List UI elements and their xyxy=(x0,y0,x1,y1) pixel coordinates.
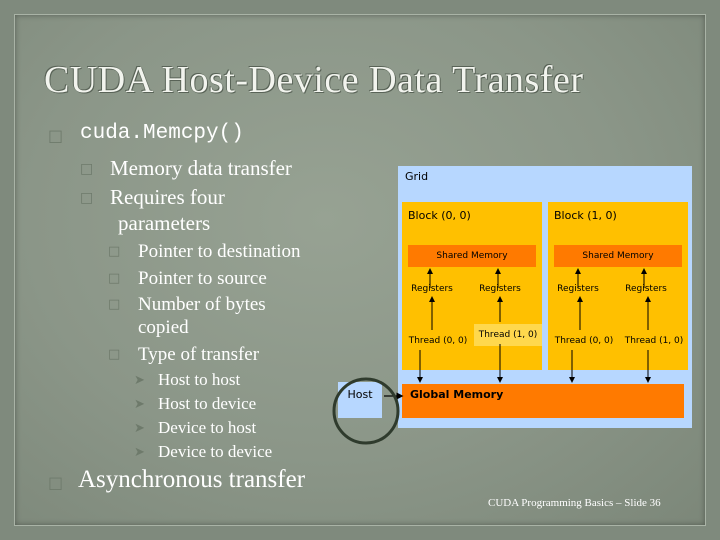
bullet-parameters: parameters xyxy=(118,211,211,235)
bullet-requires-four: Requires four xyxy=(110,185,225,209)
bullet-memcpy: cuda.Memcpy() xyxy=(80,122,244,145)
block-0-0-label: Block (0, 0) xyxy=(408,209,471,222)
bullet-async-transfer: Asynchronous transfer xyxy=(78,466,306,493)
thread-1-0-block1: Thread (1, 0) xyxy=(620,330,688,352)
host-box: Host xyxy=(338,382,382,418)
bullet-device-to-host: Device to host xyxy=(158,418,257,437)
bullet-square-icon: □ xyxy=(80,190,94,206)
grid-diagram: Grid Block (0, 0) Shared Memory Register… xyxy=(398,166,692,428)
thread-1-0-block0: Thread (1, 0) xyxy=(474,324,542,346)
bullet-square-icon: □ xyxy=(48,126,64,145)
registers-0-1: Registers xyxy=(472,278,528,300)
arrow-bullet-icon: ➤ xyxy=(134,445,145,460)
registers-1-1: Registers xyxy=(618,278,674,300)
slide-footer: CUDA Programming Basics – Slide 36 xyxy=(488,497,661,509)
bullet-pointer-destination: Pointer to destination xyxy=(138,241,301,262)
bullet-square-icon: □ xyxy=(108,271,121,286)
arrow-bullet-icon: ➤ xyxy=(134,373,145,388)
bullet-number-bytes: Number of bytes xyxy=(138,294,266,315)
registers-0-0: Registers xyxy=(404,278,460,300)
bullet-host-to-device: Host to device xyxy=(158,394,257,413)
arrow-bullet-icon: ➤ xyxy=(134,397,145,412)
shared-memory-1: Shared Memory xyxy=(554,245,682,267)
bullet-copied: copied xyxy=(138,317,189,338)
block-1-0: Block (1, 0) Shared Memory Registers Reg… xyxy=(548,202,688,370)
highlight-circle xyxy=(332,377,400,445)
bullet-square-icon: □ xyxy=(108,297,121,312)
thread-0-0-block1: Thread (0, 0) xyxy=(550,330,618,352)
global-memory-label: Global Memory xyxy=(410,388,504,401)
bullet-square-icon: □ xyxy=(108,244,121,259)
slide-title: CUDA Host-Device Data Transfer xyxy=(44,59,584,101)
thread-0-0-block0: Thread (0, 0) xyxy=(404,330,472,352)
bullet-host-to-host: Host to host xyxy=(158,370,241,389)
bullet-square-icon: □ xyxy=(80,161,94,177)
block-1-0-label: Block (1, 0) xyxy=(554,209,617,222)
bullet-type-transfer: Type of transfer xyxy=(138,344,260,365)
registers-1-0: Registers xyxy=(550,278,606,300)
bullet-pointer-source: Pointer to source xyxy=(138,268,267,289)
block-0-0: Block (0, 0) Shared Memory Registers Reg… xyxy=(402,202,542,370)
shared-memory-0: Shared Memory xyxy=(408,245,536,267)
grid-label: Grid xyxy=(405,170,429,183)
bullet-device-to-device: Device to device xyxy=(158,442,273,461)
bullet-memory-transfer: Memory data transfer xyxy=(110,156,292,180)
arrow-bullet-icon: ➤ xyxy=(134,421,145,436)
bullet-square-icon: □ xyxy=(48,473,64,492)
global-memory: Global Memory xyxy=(402,384,684,418)
bullet-square-icon: □ xyxy=(108,347,121,362)
